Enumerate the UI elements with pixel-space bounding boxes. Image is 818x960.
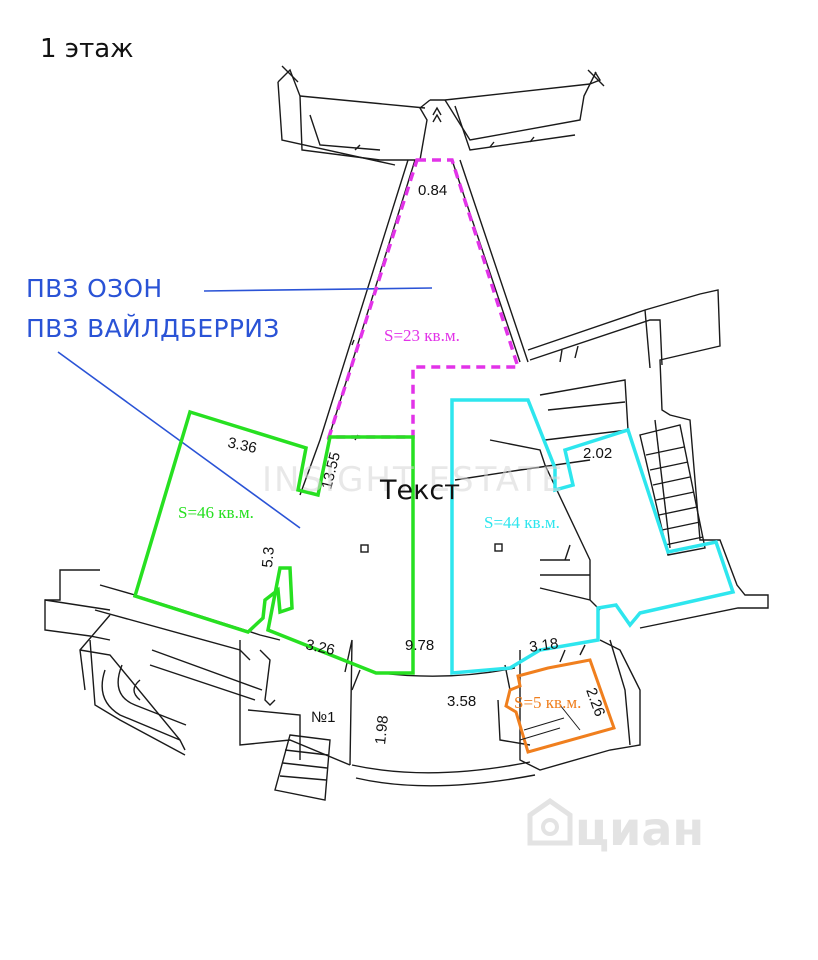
dim-326: 3.26 bbox=[304, 636, 336, 659]
tenant-ozon: ПВЗ ОЗОН bbox=[26, 274, 163, 303]
zone-cyan-outline bbox=[450, 398, 736, 675]
dim-226: 2.26 bbox=[582, 686, 608, 719]
annotation-lines bbox=[57, 287, 433, 529]
area-labels: S=23 кв.м. S=46 кв.м. S=44 кв.м. S=5 кв.… bbox=[178, 326, 581, 712]
walls bbox=[44, 65, 769, 801]
area-cyan-label: S=44 кв.м. bbox=[484, 513, 560, 532]
center-label: Текст bbox=[380, 475, 460, 506]
dim-358: 3.58 bbox=[447, 693, 476, 710]
tenant-wildberries: ПВЗ ВАЙЛДБЕРРИЗ bbox=[26, 314, 280, 343]
dim-084: 0.84 bbox=[418, 182, 447, 199]
dim-202: 2.02 bbox=[583, 445, 612, 462]
dim-53: 5.3 bbox=[259, 546, 278, 568]
orange-stairs bbox=[519, 704, 581, 741]
zone-magenta-outline bbox=[326, 158, 521, 439]
cian-logo-icon bbox=[527, 797, 573, 846]
area-orange-label: S=5 кв.м. bbox=[514, 693, 581, 712]
area-magenta-label: S=23 кв.м. bbox=[384, 326, 460, 345]
dim-318: 3.18 bbox=[528, 635, 559, 656]
room-number: №1 bbox=[311, 709, 335, 726]
area-green-label: S=46 кв.м. bbox=[178, 503, 254, 522]
dim-978: 9.78 bbox=[405, 637, 434, 654]
zone-green-outline bbox=[132, 409, 415, 675]
watermark-text: INSIGHT ESTATE bbox=[262, 460, 565, 500]
dim-198: 1.98 bbox=[372, 715, 392, 746]
dim-336: 3.36 bbox=[226, 434, 258, 457]
floor-label: 1 этаж bbox=[40, 34, 134, 64]
cian-watermark: циан bbox=[575, 802, 705, 856]
zone-orange-outline bbox=[504, 658, 616, 754]
